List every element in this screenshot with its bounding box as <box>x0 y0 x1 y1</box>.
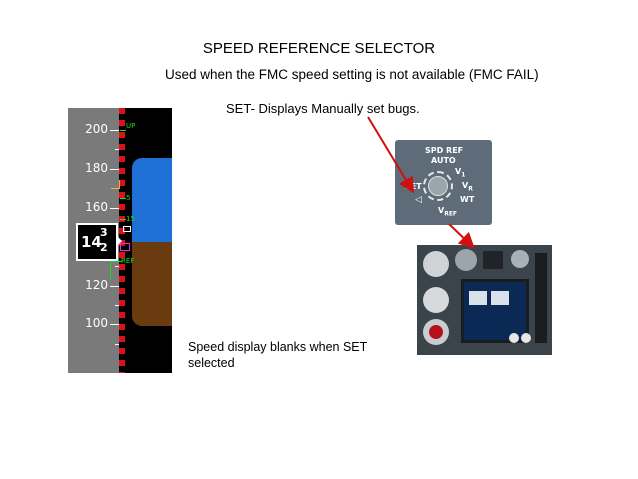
auto-label: AUTO <box>431 156 456 165</box>
photo-gauge-center <box>429 325 443 339</box>
arrow-left-icon: ◁ <box>415 195 422 205</box>
tick-label-120: 120 <box>85 278 108 292</box>
bug-label-ref: REF <box>121 257 135 265</box>
photo-display-element <box>491 291 509 305</box>
speed-ref-selector-knob[interactable] <box>428 176 448 196</box>
attitude-sky <box>132 158 172 242</box>
photo-panel <box>483 251 503 269</box>
readout-upper-digit: 3 <box>100 226 108 239</box>
photo-strip <box>535 253 547 343</box>
arrow-to-photo <box>448 223 475 249</box>
photo-gauge <box>511 250 529 268</box>
tick <box>110 208 119 209</box>
bug-label-up: UP <box>126 122 136 130</box>
attitude-ground <box>132 242 172 326</box>
photo-display-element <box>469 291 487 305</box>
cockpit-photo <box>417 245 552 355</box>
photo-gauge <box>423 287 449 313</box>
page-title: SPEED REFERENCE SELECTOR <box>202 40 436 57</box>
speed-bug-white <box>123 226 131 232</box>
tick-label-160: 160 <box>85 200 108 214</box>
tick <box>110 286 119 287</box>
readout-lower-digit: 2 <box>100 241 108 254</box>
tick <box>110 169 119 170</box>
speed-readout: 14 3 2 <box>76 223 118 261</box>
photo-gauge <box>423 251 449 277</box>
trend-vector <box>110 249 111 279</box>
tick-label-100: 100 <box>85 316 108 330</box>
photo-knob <box>521 333 531 343</box>
arrow-to-set <box>367 116 415 194</box>
minor-tick <box>115 149 120 150</box>
minor-tick <box>115 344 120 345</box>
readout-pointer <box>114 233 122 249</box>
bug-5-line <box>120 198 126 199</box>
page-subtitle: Used when the FMC speed setting is not a… <box>165 67 539 82</box>
speed-tape: 200 180 160 120 100 UP 5 15 REF 14 3 2 <box>68 108 172 373</box>
bug-15-line <box>120 219 126 220</box>
readout-main: 14 <box>81 233 102 251</box>
bug-label-15: 15 <box>126 215 135 223</box>
vref-label: VREF <box>438 206 458 218</box>
v1-label: V1 <box>455 167 466 179</box>
minor-tick <box>115 266 120 267</box>
photo-gauge <box>455 249 477 271</box>
tick <box>110 130 119 131</box>
panel-title: SPD REF <box>425 146 464 155</box>
wt-label: WT <box>460 195 475 204</box>
selector-knob-ring <box>423 171 453 201</box>
bug-up-line <box>120 130 126 131</box>
tick-label-180: 180 <box>85 161 108 175</box>
bug-label-5: 5 <box>126 194 131 202</box>
tick-label-200: 200 <box>85 122 108 136</box>
blank-note: Speed display blanks when SET selected <box>188 340 368 370</box>
bug-ref-line <box>110 261 122 262</box>
overspeed-bar <box>119 108 125 373</box>
photo-display <box>461 279 529 343</box>
speed-bug-yellow <box>111 180 120 189</box>
tick <box>110 324 119 325</box>
vr-label: VR <box>462 181 473 193</box>
photo-knob <box>509 333 519 343</box>
set-note: SET- Displays Manually set bugs. <box>226 101 420 116</box>
minor-tick <box>115 305 120 306</box>
